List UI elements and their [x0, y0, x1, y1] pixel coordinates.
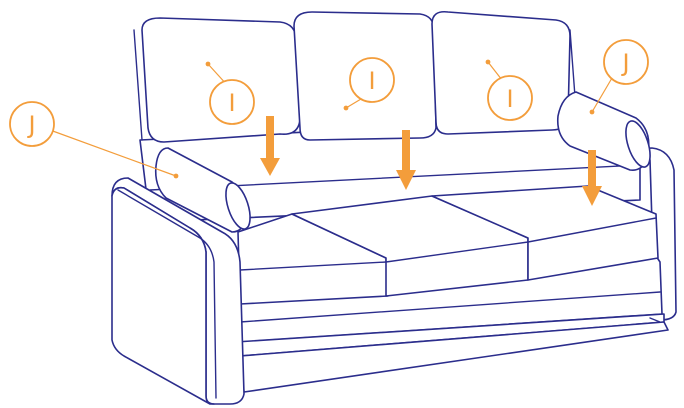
callout-label: J [620, 49, 629, 77]
bolster-left [154, 147, 251, 233]
leader-line [49, 129, 177, 177]
leader-dot [485, 59, 491, 65]
callout-back-cushion-middle: I [349, 57, 395, 103]
callout-bolster-left: J [9, 101, 55, 147]
callout-label: J [26, 111, 35, 139]
down-arrow-right [582, 150, 602, 206]
callout-label: I [228, 89, 235, 117]
seat-cushions [237, 185, 659, 305]
callout-bolster-right: J [603, 39, 649, 85]
leader-dot [343, 105, 349, 111]
leader-dot [589, 109, 595, 115]
down-arrow-middle [396, 130, 416, 190]
callout-label: I [506, 85, 513, 113]
leader-line [487, 61, 503, 81]
callout-back-cushion-left: I [209, 79, 255, 125]
callout-back-cushion-right: I [487, 75, 533, 121]
leader-dot [173, 173, 179, 179]
back-cushion-left [133, 17, 301, 143]
leader-dot [205, 61, 211, 67]
down-arrow-left [260, 116, 280, 176]
leader-line [591, 77, 613, 113]
callout-label: I [368, 67, 375, 95]
left-arm [111, 177, 245, 405]
bolster-right [556, 91, 651, 171]
